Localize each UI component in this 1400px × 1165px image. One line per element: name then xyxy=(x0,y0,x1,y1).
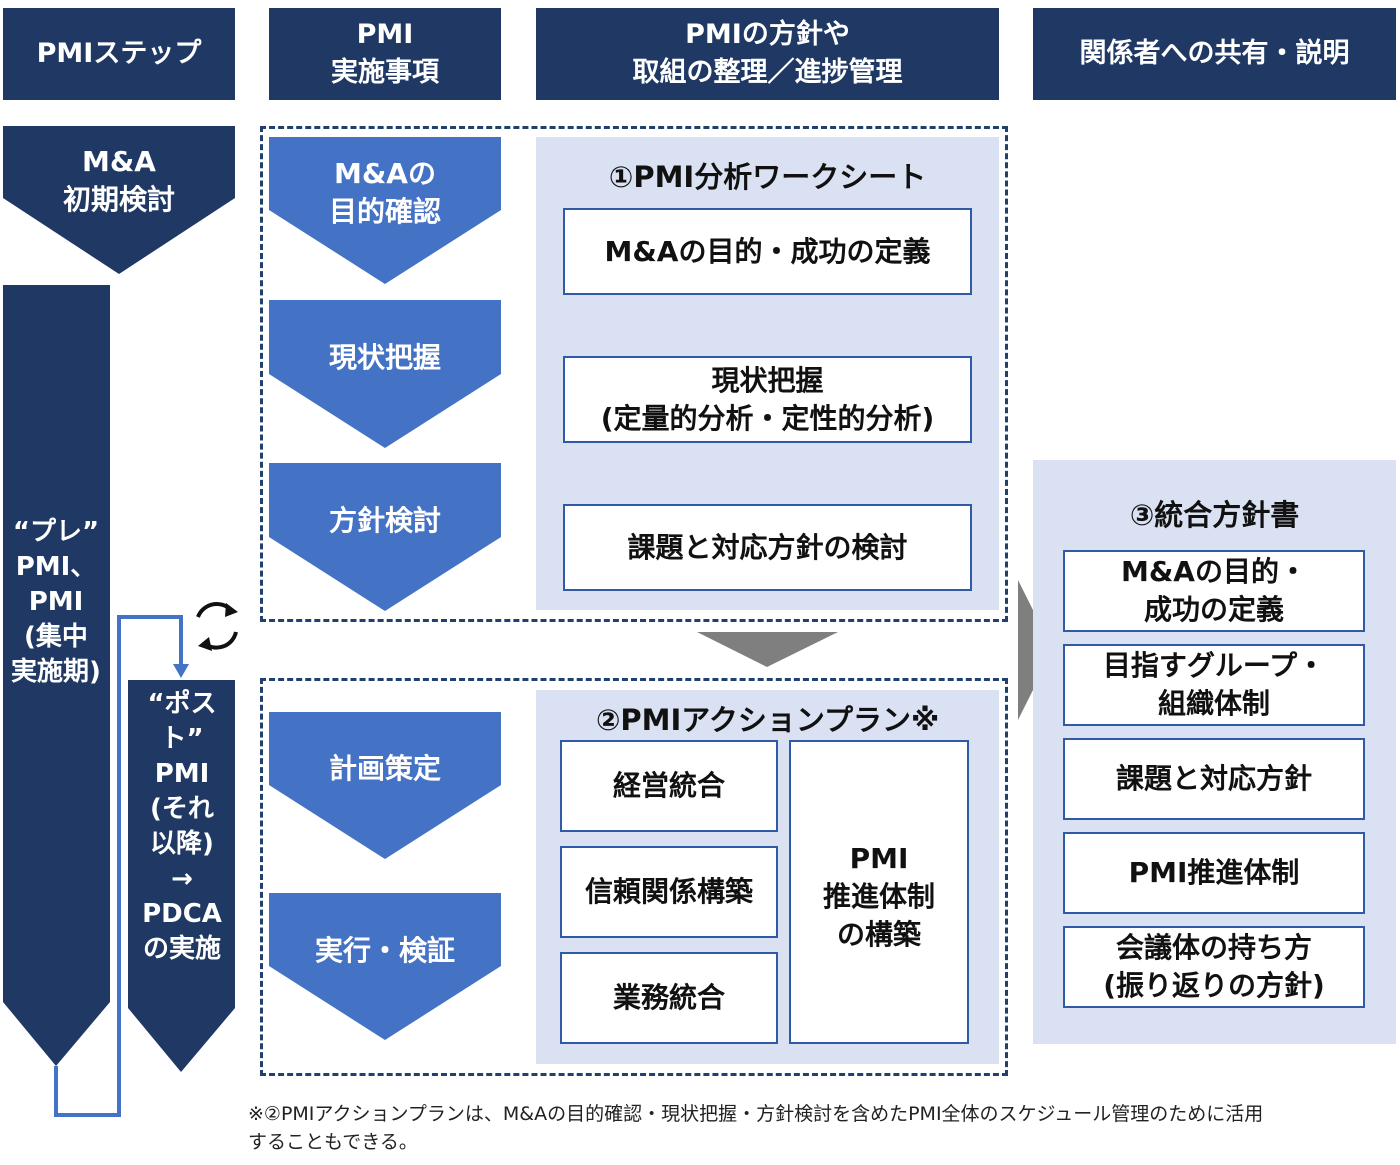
action-plan-title: ②PMIアクションプラン※ xyxy=(595,703,940,737)
purpose-label: M&Aの 目的確認 xyxy=(269,152,501,234)
post-pmi-line: → xyxy=(171,864,193,894)
pdca-loop-line xyxy=(54,615,183,1117)
worksheet-title: ①PMI分析ワークシート xyxy=(608,160,927,194)
current-chevron xyxy=(269,300,501,448)
action-plan-trust: 信頼関係構築 xyxy=(560,846,778,938)
pre-pmi-line: (集中 xyxy=(24,622,88,652)
integration-item-organization-line2: 組織体制 xyxy=(1157,687,1270,720)
header-steps-label: PMIステップ xyxy=(36,38,202,69)
action-plan-structure-line2: 推進体制 xyxy=(822,880,935,913)
action-plan-structure: PMI 推進体制 の構築 xyxy=(789,740,969,1044)
execute-chevron xyxy=(269,893,501,1040)
worksheet-item-current-line2: (定量的分析・定性的分析) xyxy=(600,401,935,435)
integration-item-meetings-line1: 会議体の持ち方 xyxy=(1115,931,1312,964)
pre-pmi-label: “プレ” PMI、 PMI (集中 実施期) xyxy=(0,510,112,695)
pdca-loop-arrowhead xyxy=(173,664,189,678)
worksheet-item-purpose: M&Aの目的・成功の定義 xyxy=(563,208,972,295)
initial-review-line1: M&A xyxy=(82,145,156,178)
action-plan-trust-text: 信頼関係構築 xyxy=(584,875,753,908)
purpose-line1: M&Aの xyxy=(334,157,436,190)
pre-pmi-chevron xyxy=(3,285,110,1066)
action-plan-management: 経営統合 xyxy=(560,740,778,832)
current-text: 現状把握 xyxy=(328,341,441,374)
integration-item-organization-line1: 目指すグループ・ xyxy=(1102,649,1326,682)
phase2-group xyxy=(260,678,1008,1076)
execute-label: 実行・検証 xyxy=(269,928,501,970)
integration-item-meetings-line2: (振り返りの方針) xyxy=(1103,969,1325,1002)
post-pmi-line: 以降) xyxy=(150,829,214,859)
worksheet-item-current-line1: 現状把握 xyxy=(711,363,824,397)
action-plan-operations: 業務統合 xyxy=(560,952,778,1044)
footnote: ※②PMIアクションプランは、M&Aの目的確認・現状把握・方針検討を含めたPMI… xyxy=(248,1100,1388,1160)
post-pmi-line: “ポスト” xyxy=(147,689,217,754)
integration-item-structure: PMI推進体制 xyxy=(1063,832,1365,914)
policy-text: 方針検討 xyxy=(328,504,441,537)
footnote-line2: することもできる。 xyxy=(248,1131,418,1153)
post-pmi-label: “ポスト” PMI (それ 以降) → PDCA の実施 xyxy=(126,689,238,964)
phase1-group xyxy=(260,126,1008,622)
action-plan-management-text: 経営統合 xyxy=(612,769,725,802)
integration-item-purpose-line2: 成功の定義 xyxy=(1143,593,1284,626)
execute-text: 実行・検証 xyxy=(314,934,455,967)
worksheet-item-issues: 課題と対応方針の検討 xyxy=(563,504,972,591)
purpose-chevron xyxy=(269,137,501,284)
post-pmi-line: の実施 xyxy=(142,934,221,964)
current-label: 現状把握 xyxy=(269,335,501,377)
integration-item-issues: 課題と対応方針 xyxy=(1063,738,1365,820)
action-plan-structure-line1: PMI xyxy=(849,842,909,875)
policy-label: 方針検討 xyxy=(269,498,501,540)
header-steps: PMIステップ xyxy=(3,8,235,100)
initial-review-label: M&A 初期検討 xyxy=(3,140,235,222)
integration-item-purpose: M&Aの目的・ 成功の定義 xyxy=(1063,550,1365,632)
worksheet-item-issues-text: 課題と対応方針の検討 xyxy=(627,530,908,564)
header-pmi-line1: PMI xyxy=(356,19,414,50)
initial-review-line2: 初期検討 xyxy=(62,183,175,216)
header-sharing: 関係者への共有・説明 xyxy=(1033,8,1396,100)
post-pmi-chevron xyxy=(128,680,235,1072)
post-pmi-line: (それ xyxy=(150,794,214,824)
header-policy: PMIの方針や 取組の整理／進捗管理 xyxy=(536,8,999,100)
integration-item-structure-text: PMI推進体制 xyxy=(1128,856,1300,889)
post-pmi-line: PMI xyxy=(154,759,210,789)
plan-chevron xyxy=(269,712,501,859)
header-sharing-label: 関係者への共有・説明 xyxy=(1079,38,1350,69)
pre-pmi-line: PMI xyxy=(28,587,84,617)
plan-text: 計画策定 xyxy=(328,752,441,785)
worksheet-item-purpose-text: M&Aの目的・成功の定義 xyxy=(604,234,931,268)
header-policy-line2: 取組の整理／進捗管理 xyxy=(632,57,903,88)
down-arrow-3 xyxy=(697,632,838,667)
pre-pmi-line: “プレ” xyxy=(12,517,100,547)
integration-item-meetings: 会議体の持ち方 (振り返りの方針) xyxy=(1063,926,1365,1008)
integration-item-purpose-line1: M&Aの目的・ xyxy=(1121,555,1307,588)
integration-item-issues-text: 課題と対応方針 xyxy=(1115,762,1312,795)
purpose-line2: 目的確認 xyxy=(328,195,441,228)
header-pmi-actions: PMI 実施事項 xyxy=(269,8,501,100)
pre-pmi-line: 実施期) xyxy=(11,657,101,687)
worksheet-item-current: 現状把握 (定量的分析・定性的分析) xyxy=(563,356,972,443)
plan-label: 計画策定 xyxy=(269,746,501,788)
post-pmi-line: PDCA xyxy=(142,899,222,929)
integration-item-organization: 目指すグループ・ 組織体制 xyxy=(1063,644,1365,726)
action-plan-structure-line3: の構築 xyxy=(836,918,921,951)
footnote-line1: ※②PMIアクションプランは、M&Aの目的確認・現状把握・方針検討を含めたPMI… xyxy=(248,1103,1264,1125)
action-plan-operations-text: 業務統合 xyxy=(612,981,725,1014)
header-pmi-line2: 実施事項 xyxy=(331,57,439,88)
pre-pmi-line: PMI、 xyxy=(15,552,97,582)
integration-title: ③統合方針書 xyxy=(1129,498,1300,532)
header-policy-line1: PMIの方針や xyxy=(685,19,850,50)
initial-review-chevron xyxy=(3,126,235,274)
policy-chevron xyxy=(269,463,501,611)
